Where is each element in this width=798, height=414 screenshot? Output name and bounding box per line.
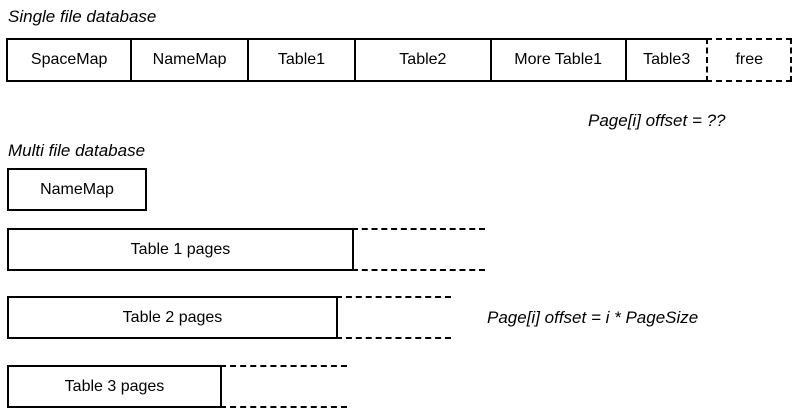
strip-cell-namemap[interactable]: NameMap <box>130 38 249 82</box>
strip-cell-label: NameMap <box>152 51 227 68</box>
strip-cell-table1[interactable]: Table1 <box>246 38 357 82</box>
strip-cell-label: Table1 <box>277 51 326 68</box>
file-block-solid[interactable]: Table 2 pages <box>7 296 338 339</box>
file-block-solid[interactable]: Table 3 pages <box>7 365 222 408</box>
strip-cell-table2[interactable]: Table2 <box>354 38 492 82</box>
file-block-label: Table 2 pages <box>122 308 223 326</box>
multi-file-database-title: Multi file database <box>8 141 146 160</box>
file-block-free-extension <box>352 228 485 271</box>
single-file-database-title: Single file database <box>8 7 157 26</box>
file-block-table-3-pages: Table 3 pages <box>7 365 347 408</box>
file-block-table-1-pages: Table 1 pages <box>7 228 485 271</box>
file-block-table-2-pages: Table 2 pages <box>7 296 451 339</box>
file-block-solid[interactable]: Table 1 pages <box>7 228 354 271</box>
strip-cell-label: Table2 <box>399 51 447 68</box>
strip-cell-free[interactable]: free <box>706 38 793 82</box>
strip-cell-label: free <box>735 51 764 68</box>
strip-cell-label: SpaceMap <box>30 51 108 68</box>
strip-cell-label: More Table1 <box>514 51 603 68</box>
single-file-strip: SpaceMap NameMap Table1 Table2 More Tabl… <box>6 38 793 82</box>
file-block-namemap: NameMap <box>7 168 147 211</box>
strip-cell-spacemap[interactable]: SpaceMap <box>6 38 133 82</box>
file-block-solid[interactable]: NameMap <box>7 168 147 211</box>
file-block-label: Table 3 pages <box>64 377 165 395</box>
strip-cell-more-table1[interactable]: More Table1 <box>489 38 627 82</box>
strip-cell-table3[interactable]: Table3 <box>624 38 709 82</box>
file-block-free-extension <box>336 296 451 339</box>
file-block-free-extension <box>220 365 347 408</box>
multi-file-offset-formula: Page[i] offset = i * PageSize <box>487 308 699 327</box>
strip-cell-label: Table3 <box>643 51 691 68</box>
single-file-offset-formula: Page[i] offset = ?? <box>588 111 726 130</box>
file-block-label: Table 1 pages <box>130 240 231 258</box>
file-block-label: NameMap <box>40 180 114 198</box>
